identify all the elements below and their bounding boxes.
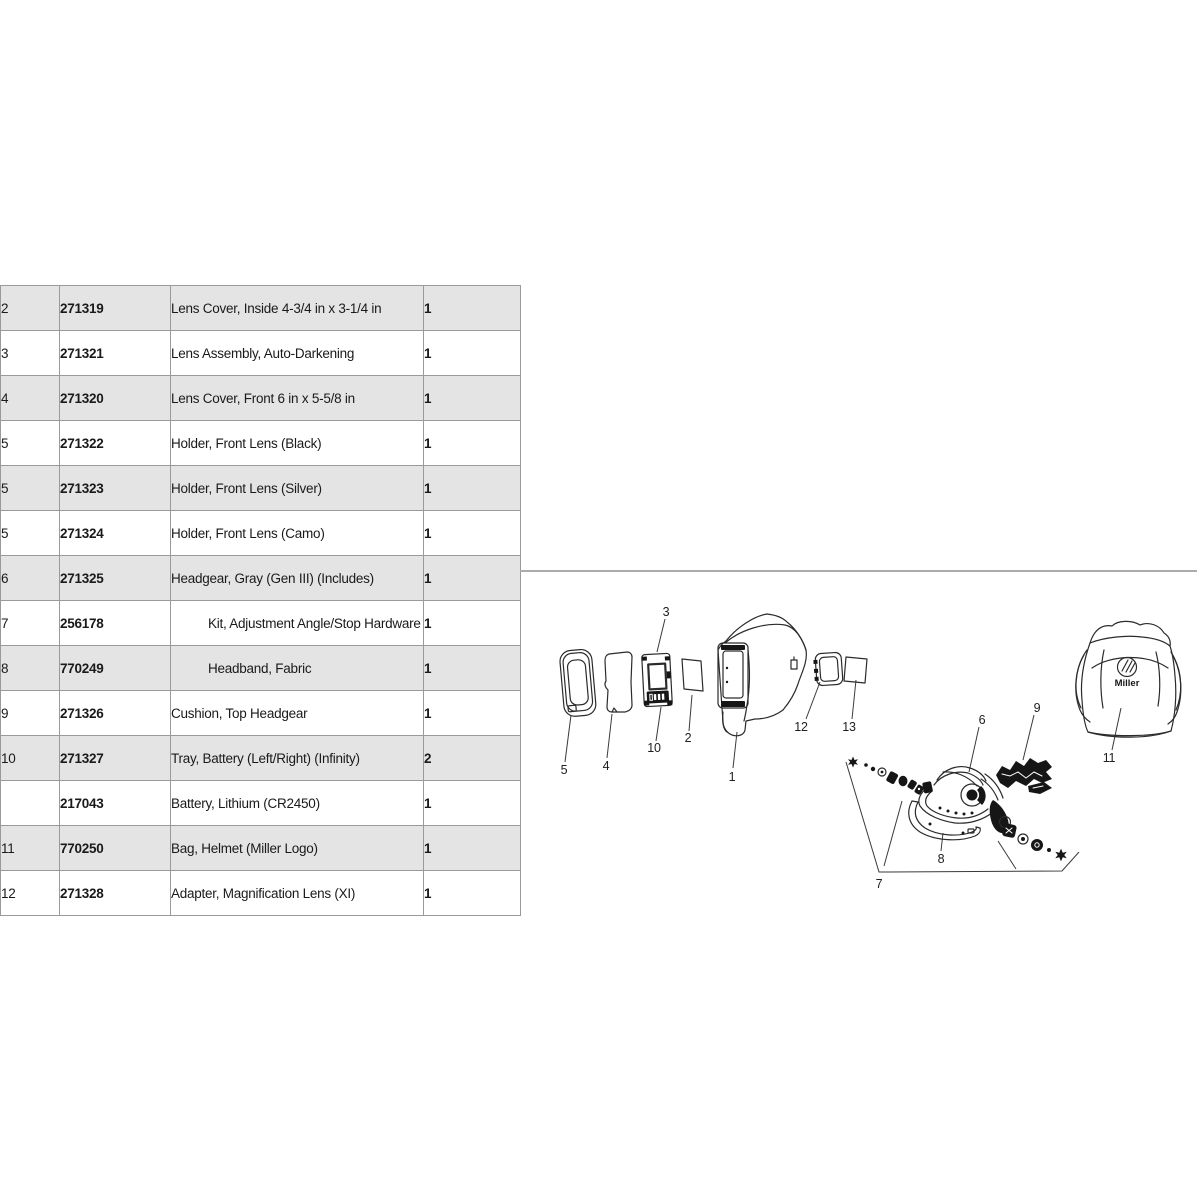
part-number-cell: 217043 [59, 780, 171, 826]
callout-label-1: 1 [728, 770, 736, 784]
hardware-kit-right [1002, 823, 1067, 862]
quantity-cell: 1 [423, 465, 521, 511]
quantity-cell: 1 [423, 780, 521, 826]
description-cell: Lens Cover, Inside 4-3/4 in x 3-1/4 in [170, 285, 424, 331]
magnification-adapter-part [813, 651, 844, 687]
item-number-cell: 5 [0, 465, 60, 511]
callout-label-4: 4 [602, 759, 610, 773]
magnification-lens-part [843, 656, 868, 684]
item-number-cell: 2 [0, 285, 60, 331]
lens-assembly-part [641, 652, 673, 708]
quantity-cell: 1 [423, 600, 521, 646]
quantity-cell: 1 [423, 690, 521, 736]
part-number-cell: 770249 [59, 645, 171, 691]
description-cell: Tray, Battery (Left/Right) (Infinity) [170, 735, 424, 781]
callout-label-9: 9 [1033, 701, 1041, 715]
helmet-shell-part [717, 613, 807, 737]
description-cell: Holder, Front Lens (Camo) [170, 510, 424, 556]
callout-label-3: 3 [662, 605, 670, 619]
part-number-cell: 271328 [59, 870, 171, 916]
item-number-cell: 5 [0, 420, 60, 466]
callout-label-6: 6 [978, 713, 986, 727]
hardware-kit-left [848, 756, 924, 795]
quantity-cell: 1 [423, 375, 521, 421]
helmet-bag-part: Miller [1075, 620, 1182, 738]
quantity-cell: 1 [423, 825, 521, 871]
description-cell: Lens Cover, Front 6 in x 5-5/8 in [170, 375, 424, 421]
quantity-cell: 1 [423, 510, 521, 556]
inside-lens-cover-part [681, 658, 704, 692]
headband-part [908, 800, 981, 841]
description-cell: Battery, Lithium (CR2450) [170, 780, 424, 826]
callout-label-10: 10 [647, 741, 661, 755]
quantity-cell: 1 [423, 330, 521, 376]
item-number-cell: 5 [0, 510, 60, 556]
item-number-cell: 3 [0, 330, 60, 376]
description-cell: Cushion, Top Headgear [170, 690, 424, 736]
item-number-cell: 7 [0, 600, 60, 646]
description-cell: Headband, Fabric [170, 645, 424, 691]
item-number-cell: 9 [0, 690, 60, 736]
callout-label-7: 7 [875, 877, 883, 891]
item-number-cell: 6 [0, 555, 60, 601]
quantity-cell: 2 [423, 735, 521, 781]
part-number-cell: 256178 [59, 600, 171, 646]
description-cell: Holder, Front Lens (Silver) [170, 465, 424, 511]
miller-logo-text: Miller [1115, 678, 1140, 689]
quantity-cell: 1 [423, 285, 521, 331]
quantity-cell: 1 [423, 420, 521, 466]
quantity-cell: 1 [423, 870, 521, 916]
callout-label-5: 5 [560, 763, 568, 777]
callout-label-13: 13 [842, 720, 856, 734]
part-number-cell: 271320 [59, 375, 171, 421]
callout-label-2: 2 [684, 731, 692, 745]
description-cell: Holder, Front Lens (Black) [170, 420, 424, 466]
headgear-part [918, 766, 1012, 834]
part-number-cell: 271325 [59, 555, 171, 601]
headgear-cushion-part [996, 758, 1052, 794]
description-cell: Lens Assembly, Auto-Darkening [170, 330, 424, 376]
parts-table-body: 2 2 7 1 3 1 9 Lens Cover, Inside 4-3/4 in x 3-1… [0, 285, 521, 916]
part-number-cell: 271323 [59, 465, 171, 511]
parts-table: 2 2 7 1 3 1 9 Lens Cover, Inside 4-3/4 in x 3-1… [0, 285, 521, 916]
section-divider [520, 570, 1197, 572]
item-number-cell: 8 [0, 645, 60, 691]
callout-label-8: 8 [937, 852, 945, 866]
item-number-cell [0, 780, 60, 826]
callout-label-11: 11 [1102, 751, 1116, 765]
quantity-cell: 1 [423, 555, 521, 601]
front-lens-cover-part [604, 651, 633, 713]
description-cell: Bag, Helmet (Miller Logo) [170, 825, 424, 871]
callout-leader-lines [564, 618, 1122, 873]
front-lens-holder-part [559, 648, 597, 717]
description-cell: Adapter, Magnification Lens (XI) [170, 870, 424, 916]
item-number-cell: 10 [0, 735, 60, 781]
part-number-cell: 271322 [59, 420, 171, 466]
callout-label-12: 12 [794, 720, 808, 734]
